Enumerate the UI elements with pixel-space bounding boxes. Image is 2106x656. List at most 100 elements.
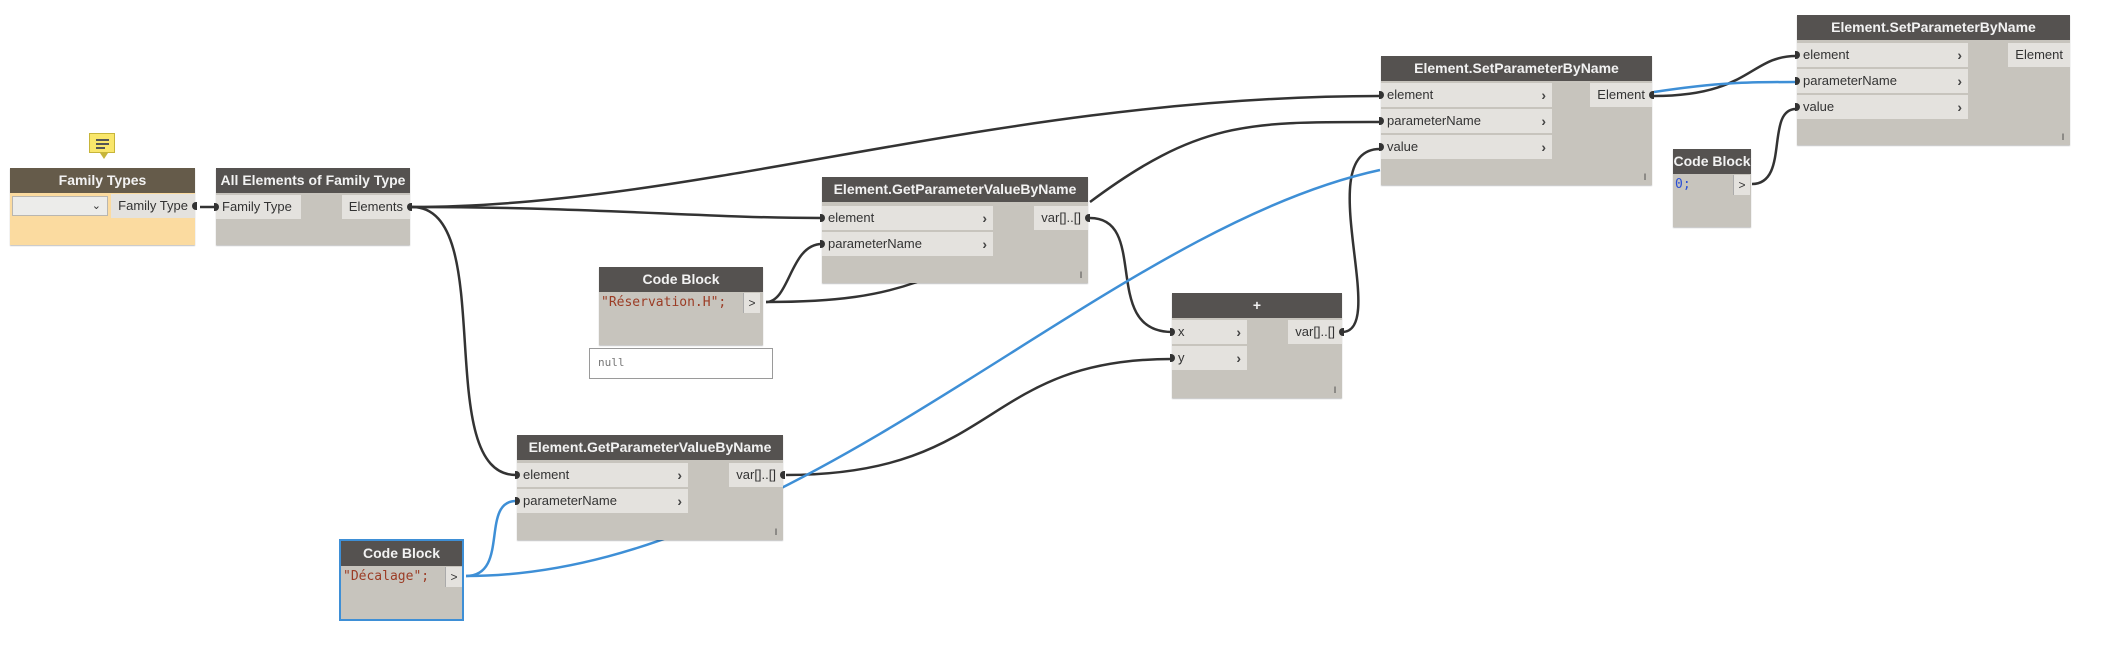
port-connector[interactable] bbox=[1085, 214, 1090, 222]
output-port-elements[interactable]: Elements bbox=[341, 195, 412, 219]
wire-elements-to-getparam2-element bbox=[411, 205, 517, 477]
port-label: parameterName bbox=[1387, 113, 1481, 128]
code-block-zero[interactable]: Code Block 0; > bbox=[1673, 149, 1751, 227]
lacing-indicator[interactable]: l bbox=[775, 527, 777, 537]
code-editor[interactable]: "Réservation.H"; bbox=[601, 295, 727, 310]
node-title: Element.GetParameterValueByName bbox=[517, 435, 783, 460]
input-port-element[interactable]: element › bbox=[515, 463, 688, 487]
input-port-parameter-name[interactable]: parameterName › bbox=[515, 489, 688, 513]
chevron-down-icon: ⌄ bbox=[91, 200, 101, 212]
wire-add-to-setparam1-value bbox=[1341, 147, 1381, 334]
input-port-value[interactable]: value › bbox=[1795, 95, 1968, 119]
node-title: Code Block bbox=[341, 541, 462, 566]
port-label: element bbox=[1803, 47, 1850, 62]
port-connector[interactable] bbox=[1379, 91, 1384, 99]
port-label: > bbox=[748, 296, 756, 310]
port-connector[interactable] bbox=[1339, 328, 1344, 336]
code-editor[interactable]: "Décalage"; bbox=[343, 569, 430, 584]
set-parameter-node-2[interactable]: Element.SetParameterByName element › par… bbox=[1795, 15, 2070, 145]
wire-reservation-to-getparam1-paramname bbox=[765, 242, 823, 304]
port-connector[interactable] bbox=[1170, 354, 1175, 362]
code-block-decalage[interactable]: Code Block "Décalage"; > bbox=[339, 539, 464, 621]
port-label: element bbox=[828, 210, 875, 225]
input-port-x[interactable]: x › bbox=[1170, 320, 1247, 344]
port-connector[interactable] bbox=[1649, 91, 1654, 99]
node-title: All Elements of Family Type bbox=[216, 168, 410, 193]
input-port-family-type[interactable]: Family Type bbox=[214, 195, 301, 219]
port-connector[interactable] bbox=[820, 214, 825, 222]
input-port-y[interactable]: y › bbox=[1170, 346, 1247, 370]
port-connector[interactable] bbox=[1795, 77, 1800, 85]
chevron-right-icon: › bbox=[677, 493, 682, 509]
chevron-right-icon: › bbox=[1236, 350, 1241, 366]
chevron-right-icon: › bbox=[1541, 113, 1546, 129]
port-connector[interactable] bbox=[1170, 328, 1175, 336]
lacing-indicator[interactable]: l bbox=[1080, 270, 1082, 280]
port-label: var[]..[] bbox=[1295, 324, 1335, 339]
port-connector[interactable] bbox=[820, 240, 825, 248]
input-port-element[interactable]: element › bbox=[1795, 43, 1968, 67]
port-connector[interactable] bbox=[1795, 103, 1800, 111]
output-port-element[interactable]: Element bbox=[1590, 83, 1654, 107]
input-port-value[interactable]: value › bbox=[1379, 135, 1552, 159]
output-port-var[interactable]: var[]..[] bbox=[1034, 206, 1090, 230]
set-parameter-node-1[interactable]: Element.SetParameterByName element › par… bbox=[1379, 56, 1654, 185]
port-connector[interactable] bbox=[780, 471, 785, 479]
add-node[interactable]: + x › y › var[]..[] l bbox=[1170, 293, 1344, 398]
chevron-right-icon: › bbox=[1957, 47, 1962, 63]
chevron-right-icon: › bbox=[1541, 139, 1546, 155]
chevron-right-icon: › bbox=[1957, 99, 1962, 115]
note-icon[interactable] bbox=[89, 133, 115, 159]
code-editor[interactable]: 0; bbox=[1675, 177, 1691, 192]
port-label: value bbox=[1803, 99, 1835, 114]
port-connector[interactable] bbox=[192, 202, 197, 210]
input-port-element[interactable]: element › bbox=[820, 206, 993, 230]
all-elements-node[interactable]: All Elements of Family Type Family Type … bbox=[214, 168, 412, 245]
chevron-right-icon: › bbox=[1957, 73, 1962, 89]
family-type-dropdown[interactable]: ⌄ bbox=[12, 196, 108, 216]
chevron-right-icon: › bbox=[1541, 87, 1546, 103]
input-port-parameter-name[interactable]: parameterName › bbox=[1795, 69, 1968, 93]
port-label: Element bbox=[2015, 47, 2063, 62]
get-parameter-node-1[interactable]: Element.GetParameterValueByName element … bbox=[820, 177, 1090, 283]
port-connector[interactable] bbox=[515, 471, 520, 479]
lacing-indicator[interactable]: l bbox=[2062, 132, 2064, 142]
code-block-reservation[interactable]: Code Block "Réservation.H"; > bbox=[599, 267, 763, 345]
port-label: Elements bbox=[348, 199, 403, 214]
preview-value: null bbox=[598, 356, 625, 369]
output-port-code[interactable]: > bbox=[1733, 175, 1750, 195]
node-title: Code Block bbox=[1673, 149, 1751, 174]
output-port-var[interactable]: var[]..[] bbox=[729, 463, 785, 487]
lacing-indicator[interactable]: l bbox=[1644, 172, 1646, 182]
output-port-element[interactable]: Element bbox=[2008, 43, 2070, 67]
lacing-indicator[interactable]: l bbox=[1334, 385, 1336, 395]
port-connector[interactable] bbox=[1379, 117, 1384, 125]
port-connector[interactable] bbox=[407, 203, 412, 211]
input-port-parameter-name[interactable]: parameterName › bbox=[820, 232, 993, 256]
input-port-parameter-name[interactable]: parameterName › bbox=[1379, 109, 1552, 133]
output-port-family-type[interactable]: Family Type bbox=[111, 194, 197, 218]
preview-bubble: null bbox=[589, 348, 773, 379]
port-label: value bbox=[1387, 139, 1419, 154]
port-label: > bbox=[1738, 178, 1746, 192]
port-connector[interactable] bbox=[1379, 143, 1384, 151]
output-port-code[interactable]: > bbox=[445, 567, 462, 587]
port-connector[interactable] bbox=[1795, 51, 1800, 59]
get-parameter-node-2[interactable]: Element.GetParameterValueByName element … bbox=[515, 435, 785, 540]
output-port-var[interactable]: var[]..[] bbox=[1288, 320, 1344, 344]
wire-getparam1-to-add-x bbox=[1089, 216, 1173, 334]
node-title: Element.SetParameterByName bbox=[1797, 15, 2070, 40]
port-label: Element bbox=[1597, 87, 1645, 102]
port-label: parameterName bbox=[1803, 73, 1897, 88]
port-connector[interactable] bbox=[214, 203, 219, 211]
family-types-node[interactable]: Family Types ⌄ Family Type bbox=[10, 168, 197, 245]
input-port-element[interactable]: element › bbox=[1379, 83, 1552, 107]
port-label: > bbox=[450, 570, 458, 584]
port-label: element bbox=[1387, 87, 1434, 102]
port-connector[interactable] bbox=[515, 497, 520, 505]
port-label: Family Type bbox=[222, 199, 292, 214]
output-port-code[interactable]: > bbox=[743, 293, 760, 313]
port-label: var[]..[] bbox=[1041, 210, 1081, 225]
